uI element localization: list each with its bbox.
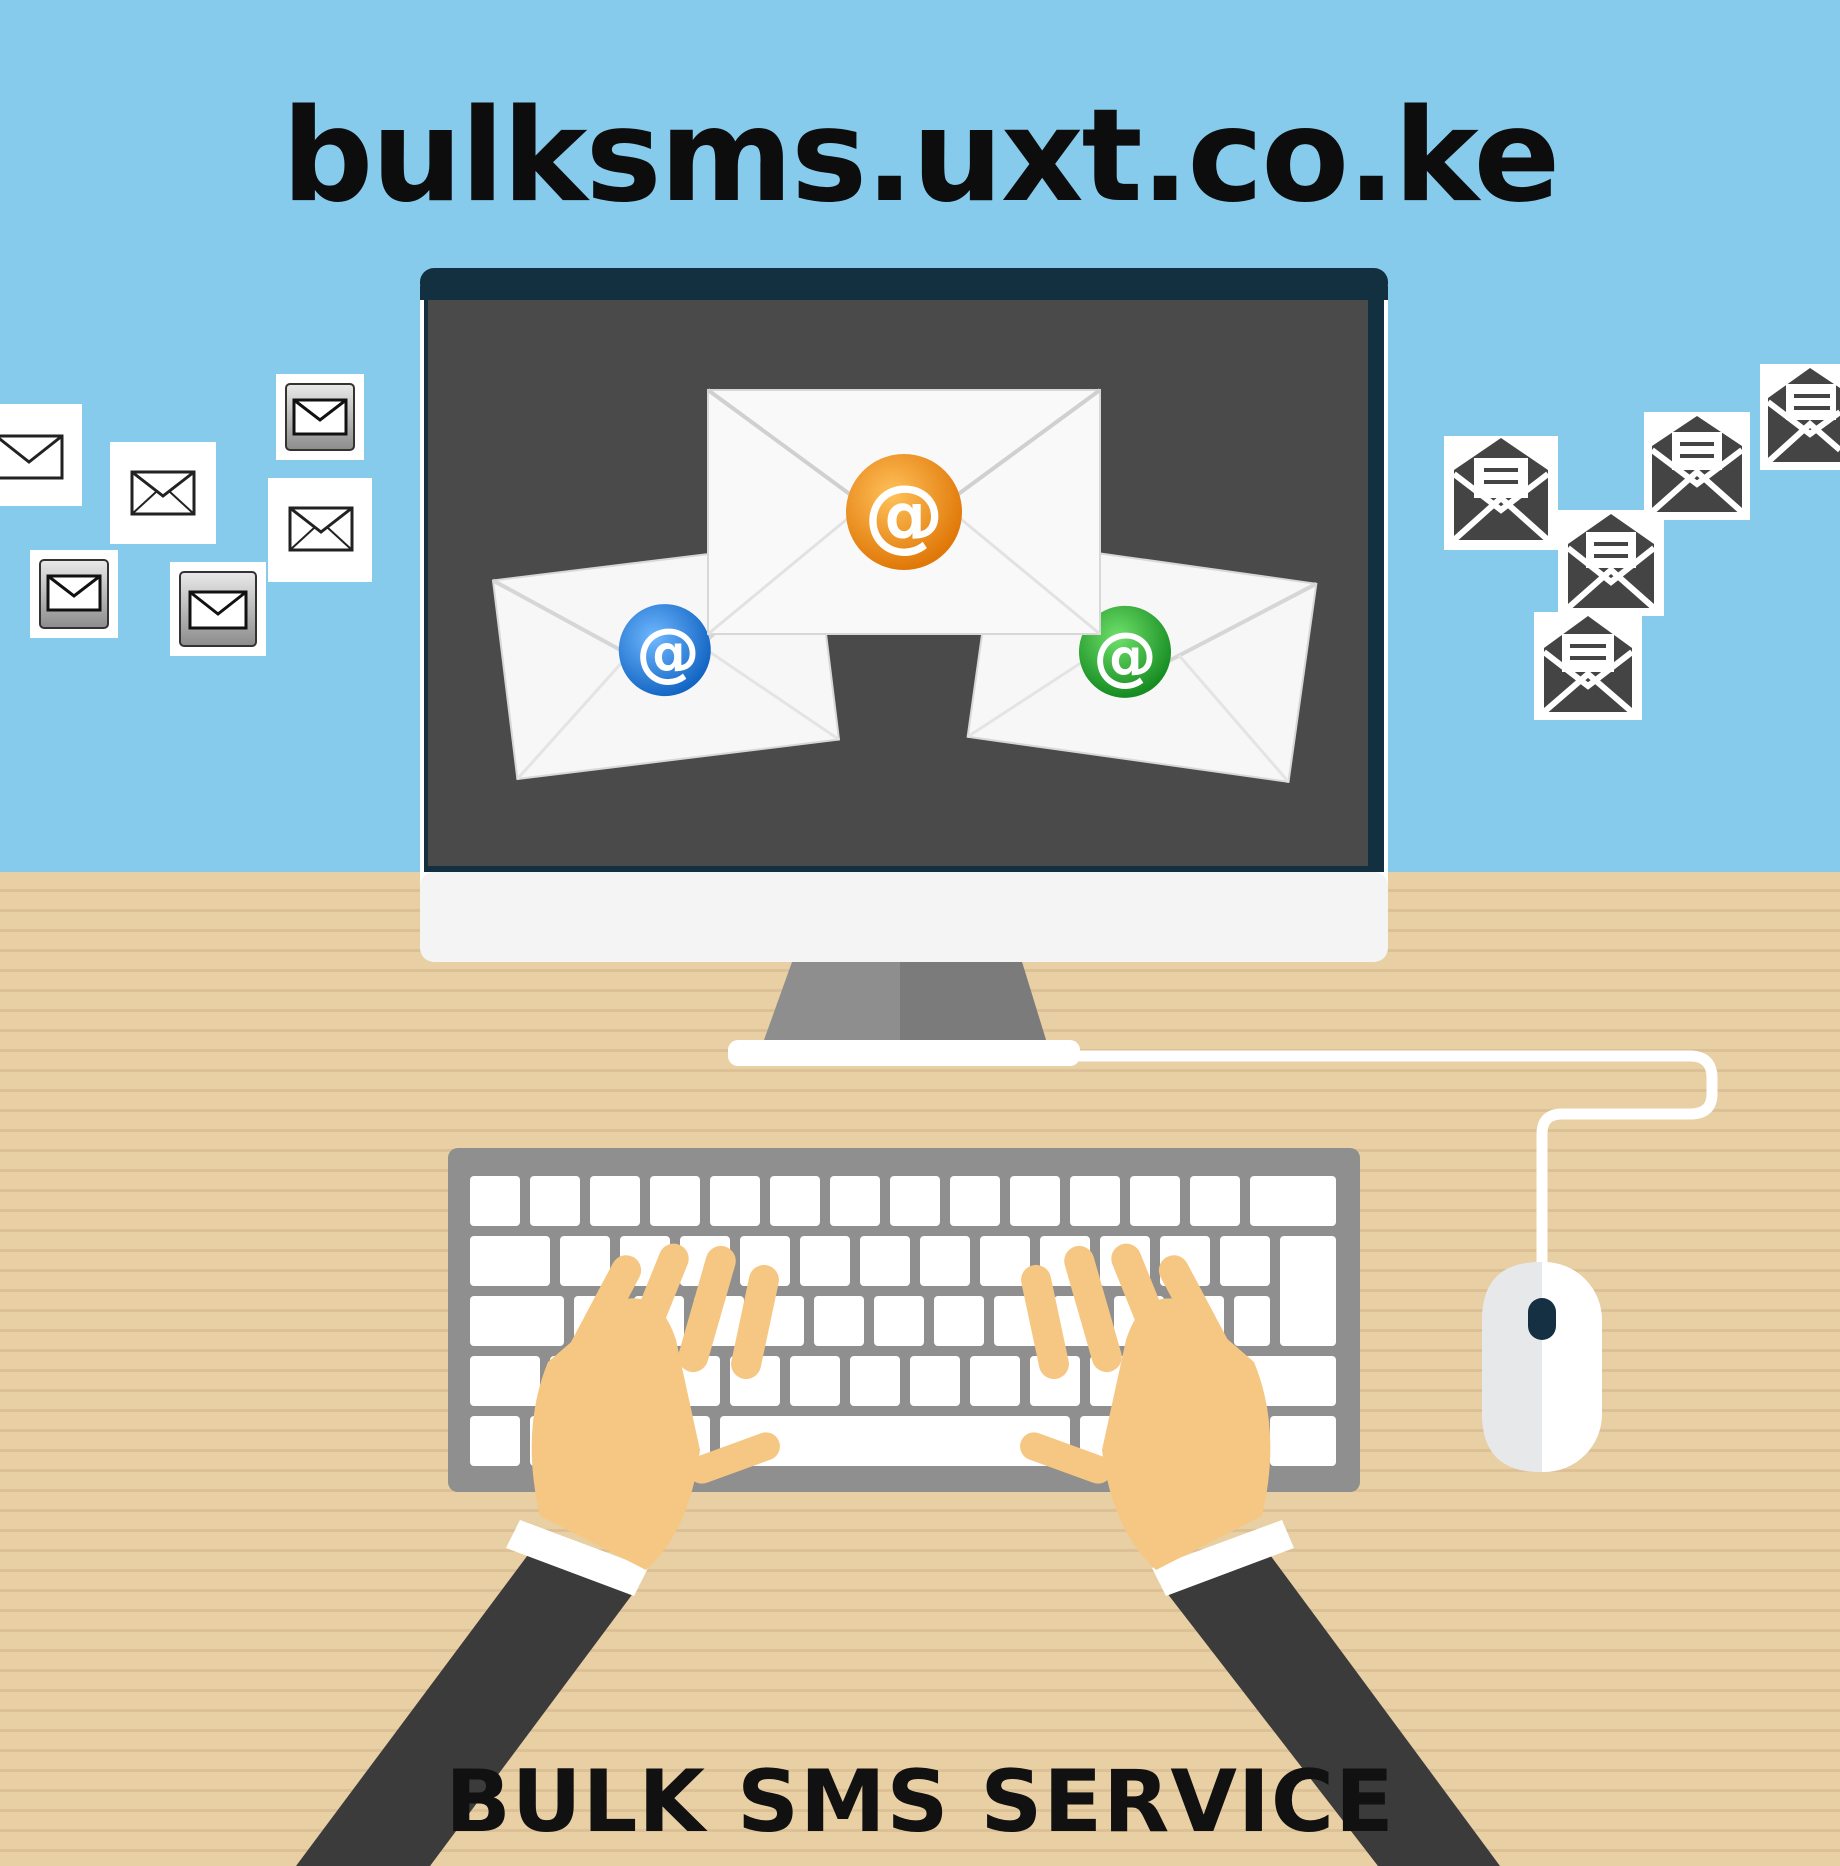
at-symbol-green: @ [1093,620,1157,694]
right-arm [1152,1520,1500,1866]
at-sign-envelope-orange [706,388,1102,636]
left-arm [296,1520,648,1866]
open-envelope-letter-icon [1534,612,1642,720]
envelope-icon [30,550,118,638]
envelope-icon [0,404,82,506]
envelope-icon [276,374,364,460]
mouse-cable [1064,1050,1718,1278]
envelope-icon [268,478,372,582]
at-symbol-blue: @ [636,616,700,690]
at-symbol-orange: @ [864,468,944,561]
monitor-base [728,1040,1080,1066]
open-envelope-letter-icon [1760,364,1840,470]
left-envelope-icons [0,374,372,656]
computer-mouse[interactable] [1482,1262,1602,1472]
site-url-headline: bulksms.uxt.co.ke [281,82,1561,231]
right-hand [1020,1243,1271,1570]
open-envelope-letter-icon [1444,436,1558,550]
monitor-chin [420,872,1388,962]
service-caption: BULK SMS SERVICE [445,1752,1395,1852]
right-envelope-icons [1444,364,1840,720]
mouse-scroll-wheel[interactable] [1528,1298,1556,1340]
open-envelope-letter-icon [1644,412,1750,520]
envelope-icon [170,562,266,656]
left-hand [531,1243,780,1570]
envelope-icon [110,442,216,544]
open-envelope-letter-icon [1558,510,1664,616]
